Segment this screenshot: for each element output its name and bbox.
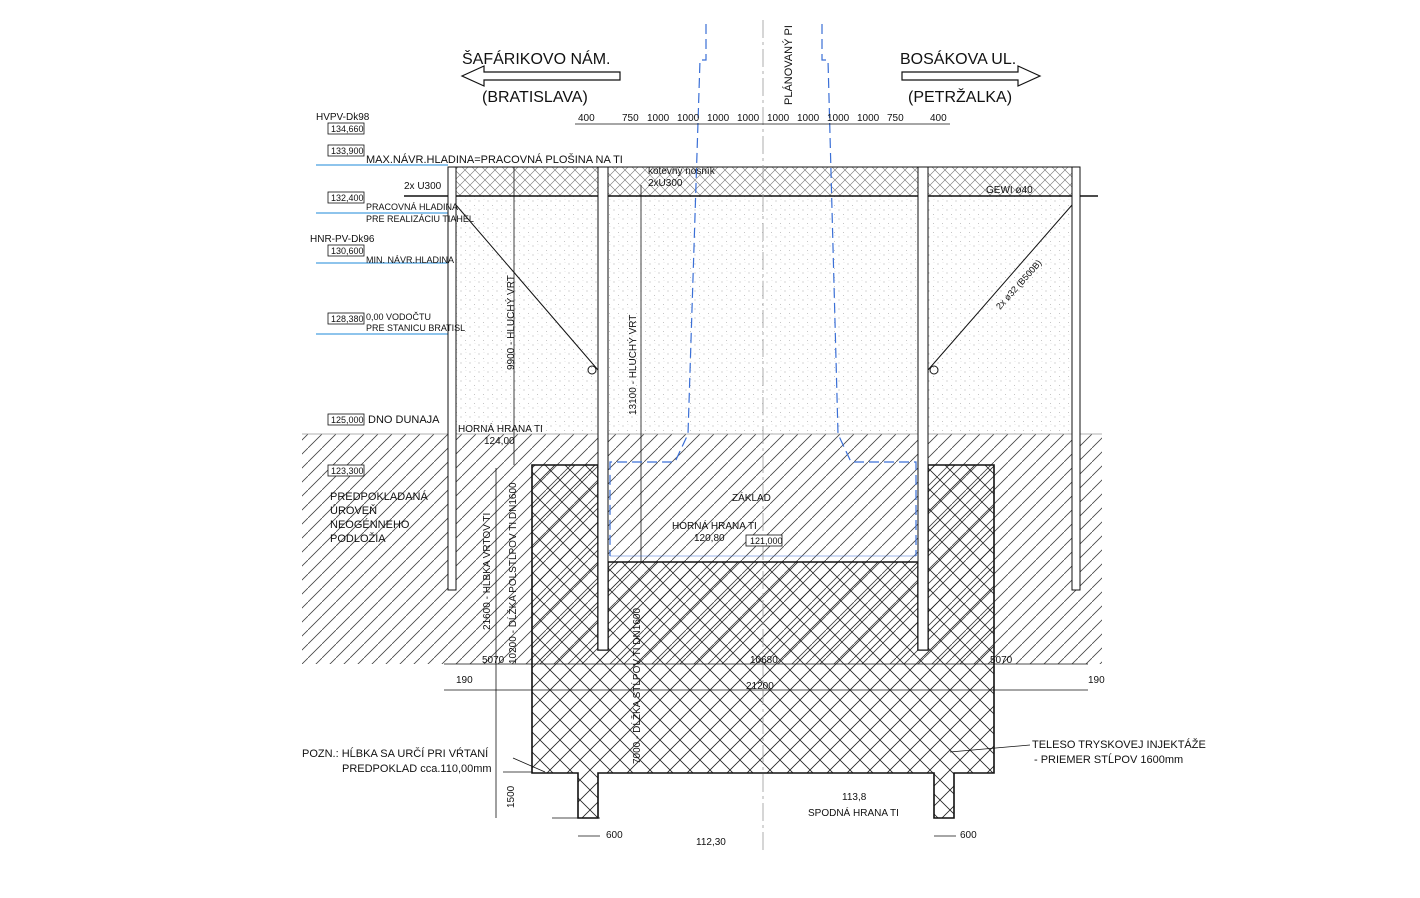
note-line-1: POZN.: HĹBKA SA URČÍ PRI VŔTANÍ [302, 747, 489, 760]
dim-190-right: 190 [1088, 675, 1105, 686]
jet-grout-label-1: TELESO TRYSKOVEJ INJEKTÁŽE [1032, 738, 1206, 751]
direction-left-name: ŠAFÁRIKOVO NÁM. [462, 49, 610, 68]
dimension-lines [444, 123, 1088, 837]
planned-pile-label: PLÁNOVANÝ PI [782, 25, 795, 105]
min-level-value: 130,600 [331, 246, 364, 256]
gauge-label-2: PRE STANICU BRATISL [366, 323, 465, 333]
top-dim-11: 750 [887, 113, 904, 124]
jet-grout-label-2: - PRIEMER STĹPOV 1600mm [1034, 753, 1183, 766]
dim-1500: 1500 [506, 785, 517, 808]
top-dim-12: 400 [930, 113, 947, 124]
top-dim-8: 1000 [797, 113, 820, 124]
elevation-112-label: 112,30 [696, 837, 726, 848]
top-dim-10: 1000 [857, 113, 880, 124]
blind-drill-center-label: 13100 - HLUCHÝ VRT [626, 315, 639, 415]
drill-depth-label: 21600 - HĹBKA VRTOV TI [480, 513, 493, 630]
bedrock-label-4: PODLOŽIA [330, 532, 386, 545]
direction-right-city: (PETRŽALKA) [908, 87, 1012, 106]
blind-drill-left-label: 9900 - HLUCHÝ VRT [504, 275, 517, 370]
top-dim-3: 1000 [647, 113, 670, 124]
anchor-beam-label-1: kotevný nosník [648, 166, 716, 177]
top-dim-7: 1000 [767, 113, 790, 124]
tie-rod-anchor-left [587, 365, 597, 375]
drill-axis-lines [513, 167, 642, 562]
dim-5070-left: 5070 [482, 655, 505, 666]
working-level-label-1: PRACOVNÁ HLADINA [366, 202, 458, 212]
direction-left-city: (BRATISLAVA) [482, 89, 588, 106]
top-dim-1: 400 [578, 113, 595, 124]
bedrock-label-2: ÚROVEŇ [330, 504, 377, 517]
hnr-label: HNR-PV-Dk96 [310, 234, 375, 245]
bottom-edge-value: 113,8 [842, 792, 867, 803]
arrow-right-icon [901, 65, 1042, 87]
pile-length-inner-label: 7000 - DĹŽKA STĹPOV TI DN1600 [630, 608, 643, 764]
note-line-2: PREDPOKLAD cca.110,00mm [342, 763, 492, 775]
gauge-label-1: 0,00 VODOČTU [366, 312, 431, 322]
dim-10680: 10680 [750, 655, 778, 666]
top-edge-center-label: HORNÁ HRANA TI [672, 519, 757, 532]
bedrock-value: 123,300 [331, 466, 364, 476]
dim-5070-right: 5070 [990, 655, 1013, 666]
top-dim-4: 1000 [677, 113, 700, 124]
dim-21200: 21200 [746, 681, 774, 692]
dim-600-left: 600 [606, 830, 623, 841]
anchor-beam-label-2: 2xU300 [648, 178, 683, 189]
dim-190-left: 190 [456, 675, 473, 686]
tie-rods [455, 204, 1073, 371]
top-dim-6: 1000 [737, 113, 760, 124]
tie-rod-anchor-right [929, 365, 939, 375]
dim-600-right: 600 [960, 830, 977, 841]
bottom-edge-label: SPODNÁ HRANA TI [808, 806, 899, 819]
direction-right-name: BOSÁKOVA UL. [900, 49, 1016, 68]
riverbed-value: 125,000 [331, 415, 364, 425]
sheet-piles [447, 166, 1081, 651]
u300-left-label: 2x U300 [404, 181, 442, 192]
arrow-left-icon [460, 65, 621, 87]
top-dimensions: 400 750 1000 1000 1000 1000 1000 1000 10… [578, 113, 947, 124]
gauge-value: 128,380 [331, 314, 364, 324]
hvpv-label: HVPV-Dk98 [316, 112, 370, 123]
top-dim-2: 750 [622, 113, 639, 124]
level-marker-boxes [327, 122, 783, 547]
top-dim-5: 1000 [707, 113, 730, 124]
top-dim-9: 1000 [827, 113, 850, 124]
working-level-value: 132,400 [331, 193, 364, 203]
bedrock-label-1: PREDPOKLADANÁ [330, 490, 428, 503]
max-level-label: MAX.NÁVR.HLADINA=PRACOVNÁ PLOŠINA NA TI [366, 153, 623, 166]
bedrock-label-3: NEOGÉNNEHO [330, 518, 410, 531]
pile-length-outer-label: 10200 - DĹŽKA POLSTĹPOV TI DN1600 [506, 482, 519, 664]
water-levels [316, 164, 448, 335]
top-edge-center-value: 120,80 [694, 533, 725, 544]
marker-121-value: 121,000 [750, 536, 783, 546]
top-edge-left-value: 124,00 [484, 436, 515, 447]
max-level-value: 133,900 [331, 146, 364, 156]
riverbed-label: DNO DUNAJA [368, 414, 440, 426]
foundation-label: ZÁKLAD [732, 491, 771, 504]
working-level-label-2: PRE REALIZÁCIU TIAHEL [366, 214, 474, 224]
min-level-label: MIN. NÁVR.HLADINA [366, 255, 454, 265]
hvpv-value: 134,660 [331, 124, 364, 134]
gewi-label: GEWI ø40 [986, 185, 1033, 196]
top-edge-left-label: HORNÁ HRANA TI [458, 422, 543, 435]
